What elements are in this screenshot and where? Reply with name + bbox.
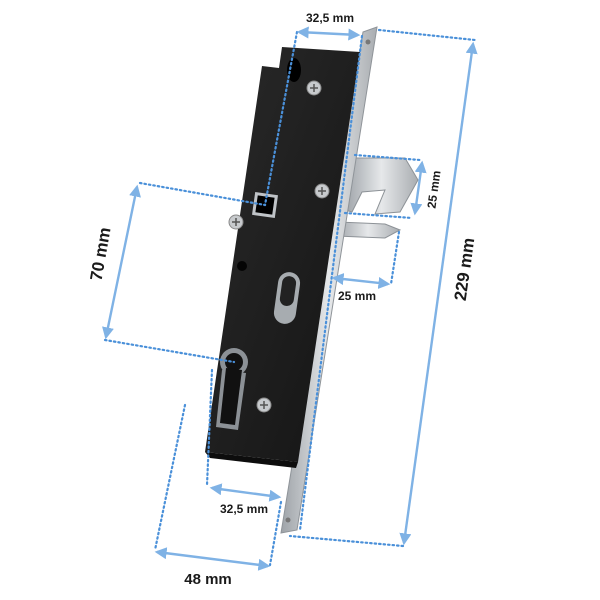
label-case-depth: 48 mm bbox=[184, 571, 232, 588]
case-slot bbox=[273, 272, 301, 324]
label-bolt-projection: 25 mm bbox=[338, 289, 376, 303]
label-latch-height: 25 mm bbox=[424, 170, 443, 210]
case-edge bbox=[205, 452, 298, 468]
latch-hook bbox=[344, 157, 419, 215]
dimension-case-depth bbox=[154, 547, 271, 571]
screw-icon bbox=[314, 183, 330, 199]
screw-icon bbox=[256, 397, 272, 413]
label-centre-distance: 70 mm bbox=[87, 226, 115, 282]
dimension-centre-distance bbox=[102, 184, 141, 340]
label-overall-height: 229 mm bbox=[451, 237, 479, 302]
dimension-overall-height bbox=[399, 41, 478, 546]
case-hole bbox=[237, 261, 247, 271]
dimension-latch-height bbox=[410, 160, 427, 216]
faceplate-hole bbox=[365, 39, 371, 45]
label-backset-top: 32,5 mm bbox=[306, 11, 354, 25]
label-backset-bottom: 32,5 mm bbox=[220, 502, 268, 516]
dimension-backset-top bbox=[296, 26, 361, 41]
dimension-bolt-projection bbox=[331, 273, 391, 289]
faceplate-hole bbox=[285, 517, 291, 523]
cylinder-cutout bbox=[216, 348, 248, 430]
dimension-backset-bottom bbox=[209, 483, 282, 502]
screw-icon bbox=[306, 80, 322, 96]
screw-icon bbox=[228, 214, 244, 230]
